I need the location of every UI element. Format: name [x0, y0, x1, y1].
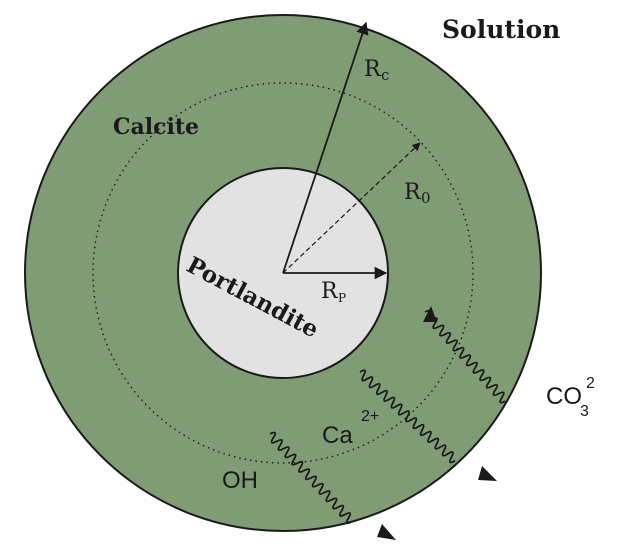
- rp-label-main: R: [321, 279, 339, 304]
- rc-label-main: R: [364, 57, 382, 82]
- ca-diffusion-arrow: [359, 369, 456, 464]
- ca-arrowhead: [478, 466, 497, 481]
- ca-label-main: Ca: [322, 422, 353, 449]
- initial-radius-dotted-circle: [92, 82, 474, 464]
- ca-label-sup: 2+: [361, 408, 379, 425]
- rp-label-sub: P: [338, 291, 346, 305]
- oh-arrowhead: [377, 524, 396, 540]
- co3-label-main: CO: [546, 383, 582, 410]
- r0-label-sub: 0: [421, 189, 431, 207]
- co3-diffusion-arrow: [424, 309, 506, 404]
- co3-arrowhead: [423, 306, 437, 322]
- rc-label: R c: [364, 57, 389, 84]
- calcite-label: Calcite: [113, 114, 199, 140]
- co3-label-sub: 3: [580, 403, 589, 420]
- r0-label: R 0: [404, 180, 431, 207]
- co3-label-sup: 2: [586, 375, 595, 392]
- oh-diffusion-arrow: [269, 431, 353, 525]
- rc-label-sub: c: [381, 66, 389, 84]
- oh-label: OH: [222, 467, 258, 494]
- r0-label-main: R: [404, 180, 422, 205]
- rc-radius-arrow: [282, 21, 369, 274]
- solution-label: Solution: [442, 15, 560, 44]
- ca-label: Ca 2+: [322, 408, 379, 449]
- co3-label: CO 3 2: [546, 375, 595, 420]
- rp-label: R P: [321, 279, 346, 305]
